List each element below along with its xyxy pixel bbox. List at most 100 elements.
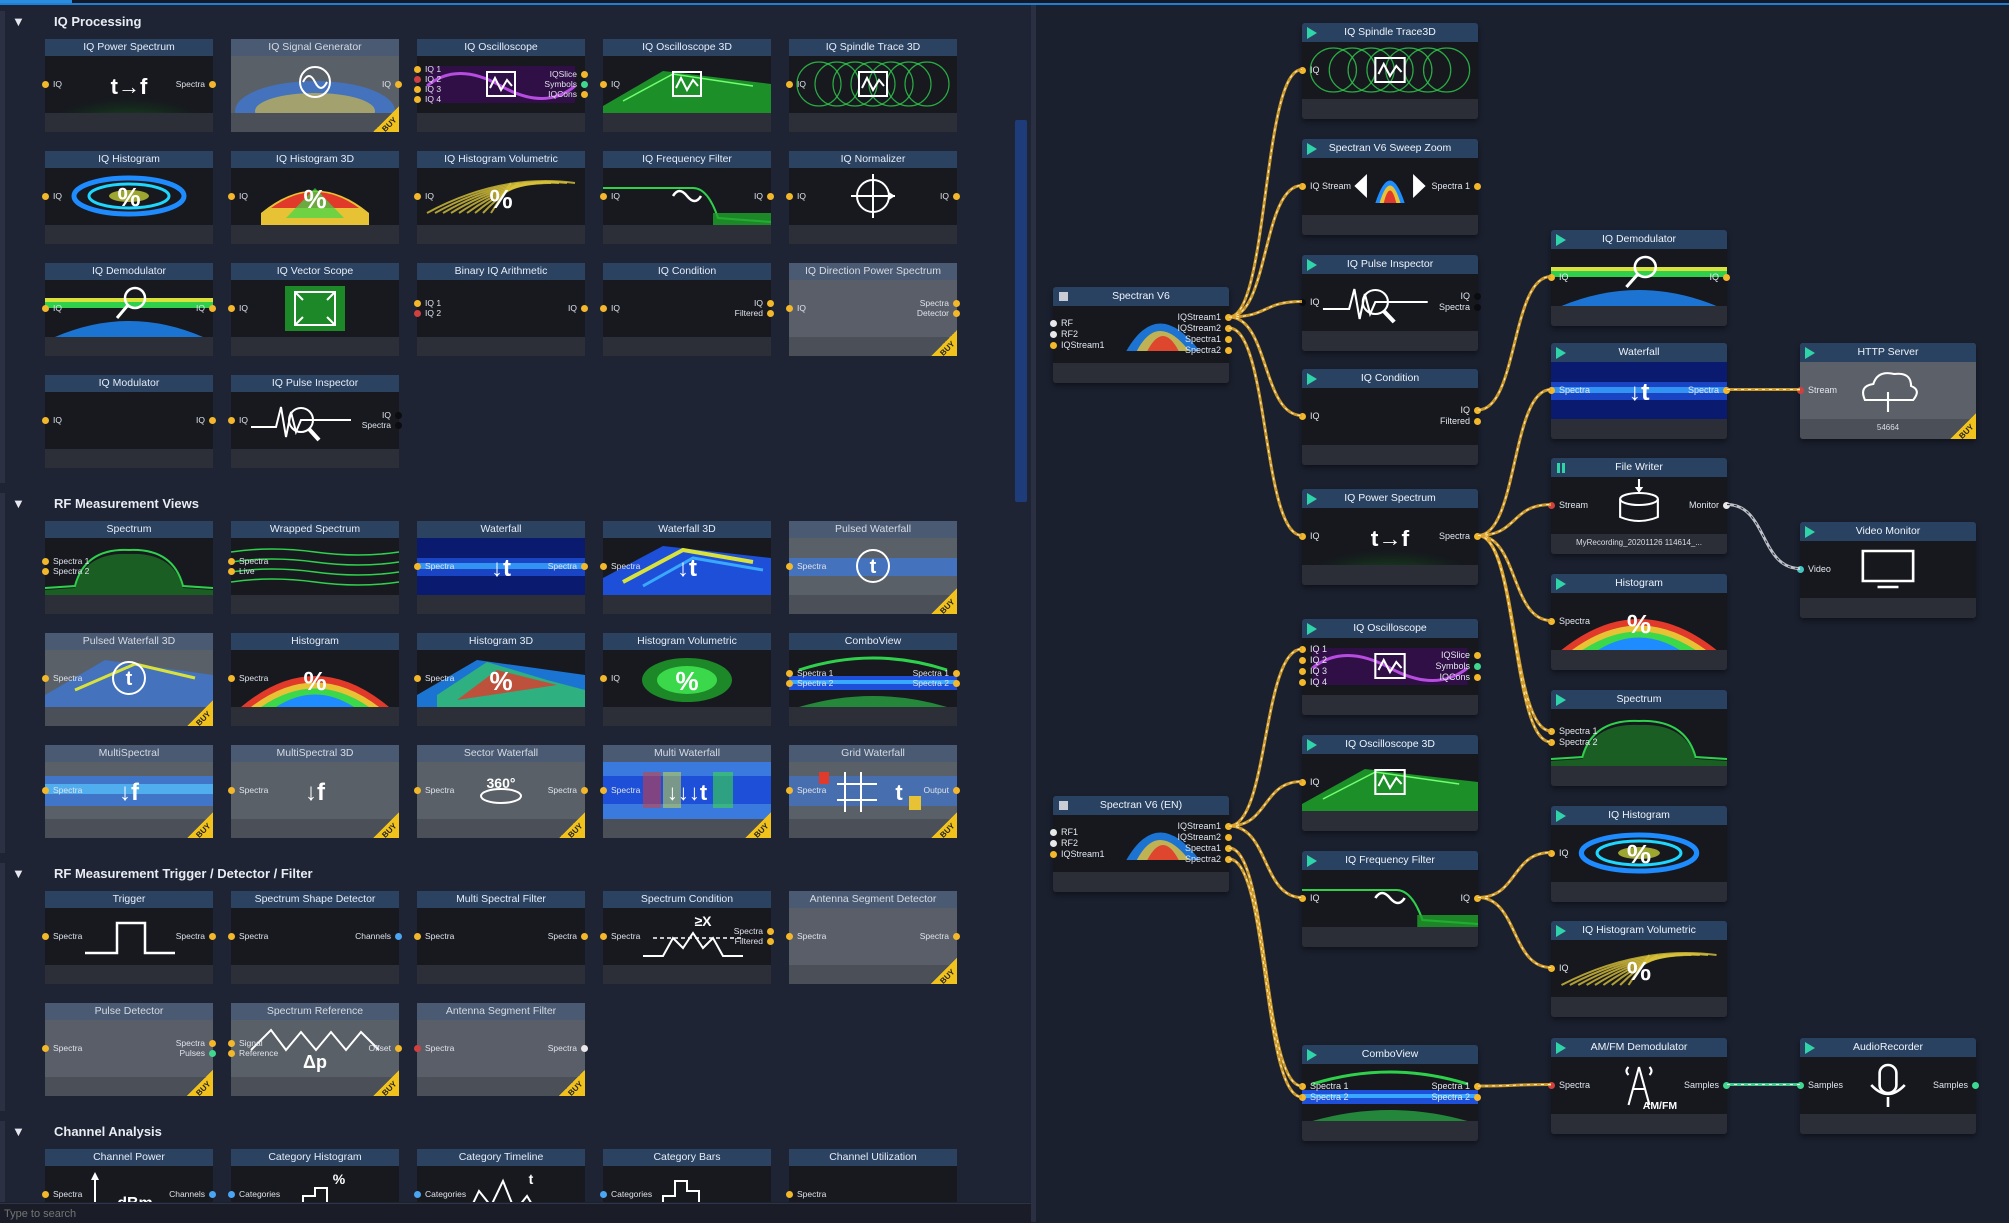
input-port-dot[interactable] — [1299, 894, 1306, 902]
graph-node-title[interactable]: IQ Condition — [1302, 369, 1478, 388]
output-port-dot[interactable] — [767, 927, 774, 935]
output-port-dot[interactable] — [1225, 336, 1232, 343]
input-port-dot[interactable] — [600, 786, 607, 794]
graph-node-title[interactable]: AM/FM Demodulator — [1551, 1038, 1727, 1057]
graph-node-title[interactable]: Histogram — [1551, 574, 1727, 593]
input-port-dot[interactable] — [786, 192, 793, 200]
output-port-dot[interactable] — [581, 90, 588, 98]
input-port-dot[interactable] — [1548, 964, 1555, 972]
input-port-dot[interactable] — [42, 1190, 49, 1198]
node-tile-iq-histogram[interactable]: IQ Histogram%IQ — [42, 151, 213, 244]
input-port-dot[interactable] — [1299, 668, 1306, 675]
play-icon[interactable] — [1307, 27, 1317, 39]
output-port-dot[interactable] — [1474, 532, 1481, 540]
graph-node-title[interactable]: Waterfall — [1551, 343, 1727, 362]
graph-node-title[interactable]: IQ Spindle Trace3D — [1302, 23, 1478, 42]
play-icon[interactable] — [1307, 855, 1317, 867]
input-port-dot[interactable] — [786, 1190, 793, 1198]
pause-icon[interactable] — [1557, 463, 1560, 473]
collapse-triangle-icon[interactable]: ▼ — [12, 1124, 25, 1139]
output-port-dot[interactable] — [1474, 418, 1481, 425]
input-port-dot[interactable] — [1299, 679, 1306, 686]
input-port-dot[interactable] — [228, 304, 235, 312]
node-tile-channel-power[interactable]: Channel PowerdBmSpectraChannels — [42, 1149, 216, 1202]
graph-node-title[interactable]: Video Monitor — [1800, 522, 1976, 541]
output-port-dot[interactable] — [1474, 651, 1481, 659]
active-tab-marker[interactable] — [0, 0, 72, 4]
graph-node-title[interactable]: HTTP Server — [1800, 343, 1976, 362]
play-icon[interactable] — [1307, 373, 1317, 385]
input-port-dot[interactable] — [1050, 319, 1057, 327]
stop-icon[interactable] — [1059, 801, 1068, 810]
input-port-dot[interactable] — [1299, 646, 1306, 653]
output-port-dot[interactable] — [581, 1044, 588, 1052]
play-icon[interactable] — [1556, 347, 1566, 359]
output-port-dot[interactable] — [209, 416, 216, 424]
input-port-dot[interactable] — [228, 416, 235, 424]
input-port-dot[interactable] — [1299, 182, 1306, 190]
output-port-dot[interactable] — [209, 932, 216, 940]
graph-node-title[interactable]: File Writer — [1551, 458, 1727, 477]
input-port-dot[interactable] — [600, 304, 607, 312]
output-port-dot[interactable] — [1474, 662, 1481, 670]
input-port-dot[interactable] — [1299, 532, 1306, 540]
input-port-dot[interactable] — [1299, 1094, 1306, 1101]
input-port-dot[interactable] — [1050, 341, 1057, 349]
collapse-triangle-icon[interactable]: ▼ — [12, 866, 25, 881]
input-port-dot[interactable] — [228, 567, 235, 575]
output-port-dot[interactable] — [1723, 1081, 1730, 1089]
input-port-dot[interactable] — [414, 786, 421, 794]
input-port-dot[interactable] — [42, 304, 49, 312]
input-port-dot[interactable] — [414, 309, 421, 317]
buy-badge[interactable]: BUY — [931, 958, 957, 986]
input-port-dot[interactable] — [786, 304, 793, 312]
input-port-dot[interactable] — [414, 65, 421, 73]
input-port-dot[interactable] — [414, 75, 421, 83]
play-icon[interactable] — [1556, 578, 1566, 590]
play-icon[interactable] — [1307, 493, 1317, 505]
input-port-dot[interactable] — [1299, 66, 1306, 74]
output-port-dot[interactable] — [1723, 273, 1730, 281]
input-port-dot[interactable] — [414, 192, 421, 200]
input-port-dot[interactable] — [228, 192, 235, 200]
input-port-dot[interactable] — [42, 80, 49, 88]
input-port-dot[interactable] — [1050, 828, 1057, 836]
graph-node-title[interactable]: IQ Histogram Volumetric — [1551, 921, 1727, 940]
output-port-dot[interactable] — [767, 192, 774, 200]
input-port-dot[interactable] — [1050, 330, 1057, 338]
graph-node-title[interactable]: IQ Oscilloscope — [1302, 619, 1478, 638]
input-port-dot[interactable] — [228, 1049, 235, 1057]
output-port-dot[interactable] — [1474, 1083, 1481, 1090]
input-port-dot[interactable] — [414, 932, 421, 940]
input-port-dot[interactable] — [1299, 778, 1306, 786]
input-port-dot[interactable] — [1548, 728, 1555, 735]
input-port-dot[interactable] — [42, 674, 49, 682]
buy-badge[interactable]: BUY — [187, 700, 213, 728]
input-port-dot[interactable] — [414, 95, 421, 103]
graph-node-title[interactable]: IQ Demodulator — [1551, 230, 1727, 249]
play-icon[interactable] — [1805, 1042, 1815, 1054]
input-port-dot[interactable] — [1797, 386, 1804, 394]
output-port-dot[interactable] — [767, 299, 774, 307]
section-channel-analysis[interactable]: ▼Channel Analysis — [0, 1121, 1020, 1145]
input-port-dot[interactable] — [228, 786, 235, 794]
graph-node-histogram[interactable]: Histogram%Spectra — [1548, 574, 1727, 670]
graph-node-title[interactable]: Spectran V6 (EN) — [1053, 796, 1229, 815]
node-tile-category-histogram[interactable]: Category Histogram%Categories — [228, 1149, 399, 1202]
